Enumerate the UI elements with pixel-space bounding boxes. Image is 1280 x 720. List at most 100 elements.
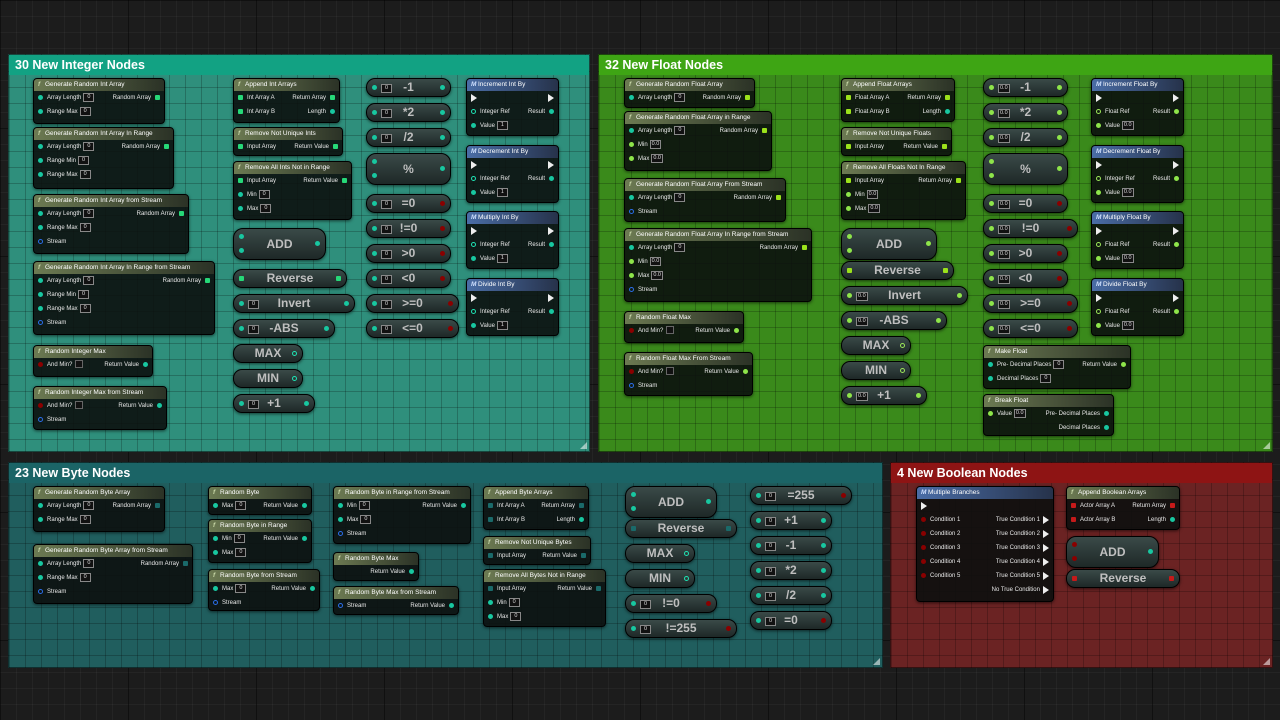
node-int-lte0[interactable]: 0<=0 <box>366 319 459 338</box>
int-pin-icon[interactable] <box>471 123 476 128</box>
bool-pin-icon[interactable] <box>440 201 445 206</box>
stream-pin-icon[interactable] <box>629 209 634 214</box>
checkbox[interactable] <box>75 360 84 369</box>
int-pin-icon[interactable] <box>315 241 320 246</box>
node-float-percent[interactable]: % <box>983 153 1068 185</box>
bool-pin-icon[interactable] <box>629 369 634 374</box>
int-array-pin-icon[interactable] <box>205 278 210 283</box>
float-pin-icon[interactable] <box>1174 109 1179 114</box>
int-pin-icon[interactable] <box>440 166 445 171</box>
byte-pin-icon[interactable] <box>409 569 414 574</box>
byte-pin-icon[interactable] <box>213 503 218 508</box>
float-pin-icon[interactable] <box>1096 256 1101 261</box>
node-float-lte0[interactable]: 0.0<=0 <box>983 319 1078 338</box>
stream-pin-icon[interactable] <box>629 383 634 388</box>
int-pin-icon[interactable] <box>471 323 476 328</box>
float-pin-icon[interactable] <box>989 226 994 231</box>
float-array-pin-icon[interactable] <box>846 178 851 183</box>
int-pin-icon[interactable] <box>1148 549 1153 554</box>
int-pin-icon[interactable] <box>372 251 377 256</box>
node-byte-neq255[interactable]: 0!=255 <box>625 619 737 638</box>
byte-pin-icon[interactable] <box>756 543 761 548</box>
int-pin-icon[interactable] <box>238 192 243 197</box>
node-float-min[interactable]: MIN <box>841 361 911 380</box>
bool-pin-icon[interactable] <box>821 618 826 623</box>
int-pin-icon[interactable] <box>471 176 476 181</box>
float-pin-icon[interactable] <box>1096 190 1101 195</box>
exec-out-icon[interactable] <box>548 161 554 169</box>
int-array-pin-icon[interactable] <box>336 276 341 281</box>
byte-array-pin-icon[interactable] <box>596 586 601 591</box>
int-array-pin-icon[interactable] <box>239 276 244 281</box>
float-array-pin-icon[interactable] <box>945 95 950 100</box>
int-array-pin-icon[interactable] <box>330 95 335 100</box>
exec-in-icon[interactable] <box>471 161 477 169</box>
float-pin-icon[interactable] <box>847 234 852 239</box>
byte-pin-icon[interactable] <box>756 568 761 573</box>
float-pin-icon[interactable] <box>1174 309 1179 314</box>
float-pin-icon[interactable] <box>989 159 994 164</box>
byte-pin-icon[interactable] <box>821 568 826 573</box>
exec-out-icon[interactable] <box>1173 294 1179 302</box>
int-pin-icon[interactable] <box>372 159 377 164</box>
float-pin-icon[interactable] <box>989 326 994 331</box>
checkbox[interactable] <box>666 367 675 376</box>
byte-pin-icon[interactable] <box>213 550 218 555</box>
byte-pin-icon[interactable] <box>38 517 43 522</box>
float-pin-icon[interactable] <box>1096 242 1101 247</box>
float-pin-icon[interactable] <box>1096 123 1101 128</box>
bool-array-pin-icon[interactable] <box>1072 576 1077 581</box>
byte-array-pin-icon[interactable] <box>631 526 636 531</box>
node-int-plus1[interactable]: 0+1 <box>233 394 315 413</box>
float-pin-icon[interactable] <box>936 318 941 323</box>
node-byte-plus1[interactable]: 0+1 <box>750 511 832 530</box>
float-pin-icon[interactable] <box>988 411 993 416</box>
int-array-pin-icon[interactable] <box>238 109 243 114</box>
byte-pin-icon[interactable] <box>38 575 43 580</box>
exec-out-icon[interactable] <box>548 294 554 302</box>
int-pin-icon[interactable] <box>38 225 43 230</box>
bool-pin-icon[interactable] <box>921 559 926 564</box>
int-pin-icon[interactable] <box>38 503 43 508</box>
float-array-pin-icon[interactable] <box>942 144 947 149</box>
exec-in-icon[interactable] <box>471 94 477 102</box>
stream-pin-icon[interactable] <box>338 603 343 608</box>
int-pin-icon[interactable] <box>629 195 634 200</box>
int-pin-icon[interactable] <box>549 242 554 247</box>
int-pin-icon[interactable] <box>330 109 335 114</box>
node-float-eq0[interactable]: 0.0=0 <box>983 194 1068 213</box>
float-array-pin-icon[interactable] <box>802 245 807 250</box>
byte-pin-icon[interactable] <box>631 506 636 511</box>
int-array-pin-icon[interactable] <box>238 95 243 100</box>
int-pin-icon[interactable] <box>372 276 377 281</box>
node-float-times2[interactable]: 0.0*2 <box>983 103 1068 122</box>
float-pin-icon[interactable] <box>989 85 994 90</box>
float-array-pin-icon[interactable] <box>762 128 767 133</box>
int-pin-icon[interactable] <box>372 301 377 306</box>
node-float-add[interactable]: ADD <box>841 228 937 260</box>
stream-pin-icon[interactable] <box>338 531 343 536</box>
float-pin-icon[interactable] <box>847 318 852 323</box>
node-int-gt0[interactable]: 0>0 <box>366 244 451 263</box>
node-float-div2[interactable]: 0.0/2 <box>983 128 1068 147</box>
float-pin-icon[interactable] <box>743 369 748 374</box>
int-pin-icon[interactable] <box>372 326 377 331</box>
int-pin-icon[interactable] <box>239 326 244 331</box>
bool-pin-icon[interactable] <box>1072 542 1077 547</box>
node-float-gt0[interactable]: 0.0>0 <box>983 244 1068 263</box>
int-array-pin-icon[interactable] <box>238 144 243 149</box>
byte-pin-icon[interactable] <box>302 503 307 508</box>
